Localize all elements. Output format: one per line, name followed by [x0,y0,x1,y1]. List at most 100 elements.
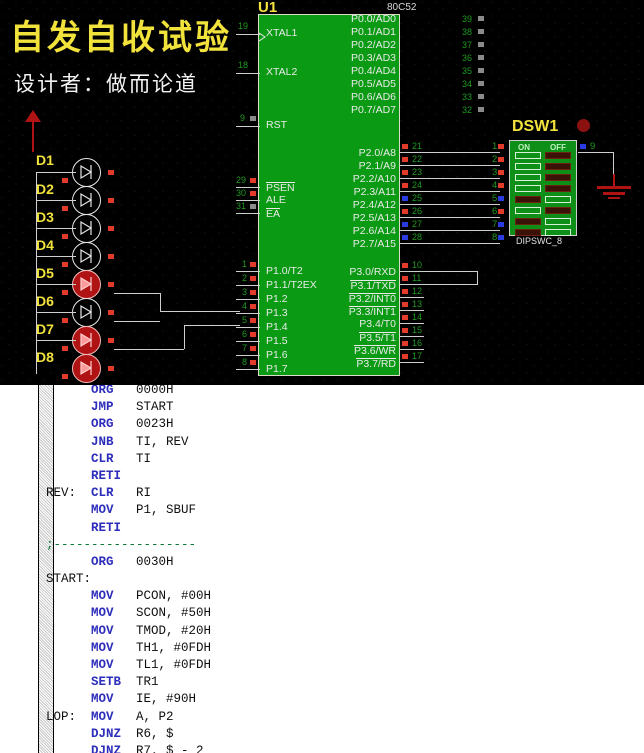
dsw-pin-number: 7 [492,219,498,230]
pin-number: 24 [412,180,423,190]
code-line: SETB TR1 [46,674,211,691]
code-label: START: [46,572,92,587]
pin-pad [402,183,408,188]
pin-label-p20: P2.0/A8 [358,147,396,159]
switch-slot-3 [515,174,541,181]
pin-label-p06: P0.6/AD6 [351,91,396,103]
pin-label-p31: P3.1/TXD [350,280,396,292]
switch-slot-1 [515,152,541,159]
switch-lever-1[interactable] [545,152,571,159]
gnd-wire [578,152,614,153]
code-operand: 0023H [136,417,174,432]
code-gutter[interactable] [38,385,54,753]
switch-lever-4[interactable] [545,185,571,192]
pin-pad [498,144,504,149]
pin-label-p22: P2.2/A10 [352,173,396,185]
code-operand: TL1, #0FDH [136,658,212,672]
code-comment: ;------------------- [46,537,197,552]
pin-pad [250,332,256,337]
pin-number: 21 [412,141,423,151]
pin-pad [478,68,484,73]
led-d5[interactable] [72,270,101,299]
dsw-pin-number: 1 [492,141,498,152]
dsw-pin-number: 5 [492,193,498,204]
code-label [46,452,91,466]
led-wire [36,172,76,173]
pin-number: 38 [462,27,473,37]
dipswitch-value: DIPSWC_8 [516,236,563,246]
pin-wire [236,271,260,272]
pin-number: 35 [462,66,473,76]
switch-lever-3[interactable] [545,174,571,181]
pin-pad [498,235,504,240]
code-label [46,589,91,603]
dsw-pin-number: 3 [492,167,498,178]
bus-wire [114,321,160,322]
pin-number: 36 [462,53,473,63]
led-ref-d6: D6 [36,293,54,309]
code-line: MOV SCON, #50H [46,605,211,622]
code-line: RETI [46,468,211,485]
pin-wire [236,313,260,314]
pin-number: 16 [412,338,423,348]
led-d8[interactable] [72,354,101,383]
bus-wire [114,349,184,350]
code-label [46,555,91,569]
led-d6[interactable] [72,298,101,327]
pin-number: 3 [242,287,248,297]
pin-pad [498,222,504,227]
switch-lever-2[interactable] [545,163,571,170]
pin-number: 28 [412,232,423,242]
led-d1[interactable] [72,158,101,187]
led-d3[interactable] [72,214,101,243]
pin-pad [402,302,408,307]
bus-wire [184,325,185,349]
code-mnemonic: MOV [91,640,137,655]
switch-lever-7[interactable] [515,218,541,225]
code-mnemonic: SETB [91,675,137,690]
led-d7[interactable] [72,326,101,355]
switch-lever-5[interactable] [515,196,541,203]
schematic-canvas[interactable]: 自发自收试验 设计者：做而论道 U1 80C52 19 XTAL1 18 XTA… [0,0,644,385]
pin-label-p14: P1.4 [266,321,288,333]
pin-pad [250,290,256,295]
pin-pad [108,338,114,343]
code-mnemonic: MOV [91,658,137,672]
code-label [46,727,91,741]
pin-pad [250,116,256,121]
pin-label-ea: EA [266,208,281,220]
code-line: ORG 0030H [46,554,211,571]
pin-label-p12: P1.2 [266,293,288,305]
code-label: REV: [46,486,92,501]
ground-stem [613,174,615,188]
pin-number: 8 [242,357,248,367]
pin-label-p10: P1.0/T2 [266,265,303,277]
ground-bar-1 [597,186,631,189]
led-wire [36,256,76,257]
switch-lever-8[interactable] [515,229,541,236]
pin-pad [402,222,408,227]
pin-pad [402,354,408,359]
code-operand: A, P2 [136,709,174,724]
pin-wire [400,336,424,337]
bus-wire [36,172,37,374]
led-d2[interactable] [72,186,101,215]
pin-label-p27: P2.7/A15 [352,238,396,250]
pin-pad [62,346,68,351]
code-line: LOP: MOV A, P2 [46,709,211,726]
pin-label-rst: RST [266,119,287,131]
pin-label-p01: P0.1/AD1 [351,26,396,38]
code-label [46,692,91,706]
code-operand: TI, REV [136,434,189,449]
pin-pad [402,276,408,281]
dsw-pin-number: 2 [492,154,498,165]
code-line: JNB TI, REV [46,434,211,451]
pin-pad [250,204,256,209]
pin-pad [402,235,408,240]
switch-lever-6[interactable] [545,207,571,214]
code-operand: PCON, #00H [136,589,212,604]
led-d4[interactable] [72,242,101,271]
source-code-pane[interactable]: ORG 0000H JMP START ORG 0023H JNB TI, RE… [0,385,644,753]
pin-wire [400,243,500,244]
chip-u1-body[interactable] [258,14,400,376]
